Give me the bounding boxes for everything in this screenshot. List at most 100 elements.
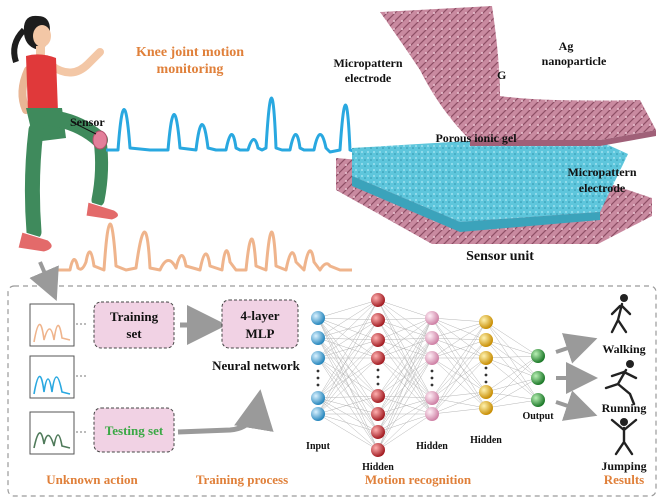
network-edge	[431, 317, 487, 359]
ag-label-line2: nanoparticle	[542, 54, 607, 68]
network-edge	[317, 299, 379, 359]
network-node-layer-4	[479, 315, 493, 329]
top-electrode-label-line2: electrode	[345, 71, 392, 85]
network-edge	[317, 337, 379, 433]
network-edge	[377, 317, 433, 397]
network-ellipsis-dot	[316, 376, 320, 380]
network-node-layer-3	[425, 391, 439, 405]
network-ellipsis-dot	[484, 380, 488, 384]
network-edge	[377, 317, 433, 415]
network-edge	[485, 321, 539, 379]
network-edge	[317, 299, 379, 339]
stage-results: Results	[604, 472, 644, 487]
training-set-label-line2: set	[126, 326, 142, 341]
athlete-illustration	[11, 15, 119, 253]
network-edge	[485, 339, 539, 379]
sensor-label: Sensor	[70, 115, 105, 129]
network-edge	[377, 357, 433, 397]
network-ellipsis-dot	[484, 373, 488, 377]
network-edge	[317, 397, 379, 415]
network-node-layer-2	[371, 351, 385, 365]
network-edge	[317, 299, 379, 415]
network-edge	[317, 397, 379, 433]
network-edge	[317, 397, 379, 451]
running-icon	[604, 360, 638, 406]
network-edge	[377, 317, 433, 341]
network-edge	[377, 357, 433, 433]
network-node-layer-3	[425, 331, 439, 345]
network-edge	[377, 339, 433, 359]
network-edge	[377, 357, 433, 451]
graphene-label: G	[497, 68, 506, 82]
network-edge	[317, 317, 379, 451]
bottom-electrode-label-line1: Micropattern	[567, 165, 636, 179]
network-node-layer-1	[311, 311, 325, 325]
network-ellipsis-dot	[430, 383, 434, 387]
network-edge	[485, 321, 539, 401]
network-edge	[377, 337, 433, 359]
running-label: Running	[602, 401, 647, 415]
network-edge	[317, 319, 379, 399]
network-node-layer-1	[311, 407, 325, 421]
network-nodes	[311, 293, 545, 457]
network-node-layer-5	[531, 393, 545, 407]
network-edge	[377, 337, 433, 415]
network-node-layer-1	[311, 391, 325, 405]
network-ellipsis-dot	[376, 382, 380, 386]
network-edge	[377, 337, 433, 397]
jumping-label: Jumping	[601, 459, 646, 473]
network-ellipsis-dot	[316, 383, 320, 387]
network-edge	[377, 317, 433, 321]
network-edge	[317, 357, 379, 415]
sensor-pointer	[71, 121, 97, 135]
network-edge	[317, 317, 379, 359]
network-node-layer-4	[479, 401, 493, 415]
workflow-panel	[7, 285, 657, 497]
network-edge	[317, 317, 379, 433]
network-edge	[485, 391, 539, 401]
network-node-layer-2	[371, 333, 385, 347]
network-ellipsis-dot	[316, 369, 320, 373]
network-edge	[317, 339, 379, 399]
network-edge	[485, 355, 539, 393]
network-edge	[431, 317, 487, 393]
network-ellipsis-dot	[430, 369, 434, 373]
gel-label: Porous ionic gel	[435, 131, 517, 145]
stage-training-process: Training process	[196, 472, 288, 487]
network-edge	[317, 319, 379, 415]
network-edge	[431, 321, 487, 399]
ag-label-line1: Ag	[559, 39, 574, 53]
network-edge	[377, 395, 433, 415]
mlp-box	[221, 299, 299, 349]
network-edge	[317, 413, 379, 433]
network-edge	[485, 399, 539, 409]
network-edge	[317, 339, 379, 415]
sensor-unit-illustration	[336, 6, 656, 244]
network-ellipsis-dot	[430, 376, 434, 380]
signal-title-line2: monitoring	[157, 62, 224, 77]
mlp-label-line1: 4-layer	[241, 308, 280, 323]
network-node-layer-2	[371, 425, 385, 439]
network-connections	[317, 299, 539, 451]
sensor-unit-label: Sensor unit	[466, 249, 534, 264]
network-node-layer-5	[531, 371, 545, 385]
network-edge	[431, 321, 487, 415]
peach-knee-signal	[56, 222, 352, 272]
network-edge	[485, 339, 539, 401]
network-node-layer-3	[425, 407, 439, 421]
network-edge	[431, 357, 487, 409]
network-edge	[431, 337, 487, 409]
network-edge	[431, 339, 487, 399]
signal-thumbnail-1	[29, 303, 75, 347]
network-node-layer-2	[371, 389, 385, 403]
training-set-label-line1: Training	[110, 309, 159, 324]
network-edge	[377, 357, 433, 399]
network-node-layer-5	[531, 349, 545, 363]
top-electrode-label-line1: Micropattern	[333, 56, 402, 70]
input-layer-label: Input	[306, 441, 331, 452]
network-edge	[431, 357, 487, 393]
output-layer-label: Output	[522, 411, 554, 422]
network-edge	[317, 319, 379, 359]
mlp-label-line2: MLP	[246, 326, 275, 341]
signal-thumbnail-2	[29, 355, 75, 399]
